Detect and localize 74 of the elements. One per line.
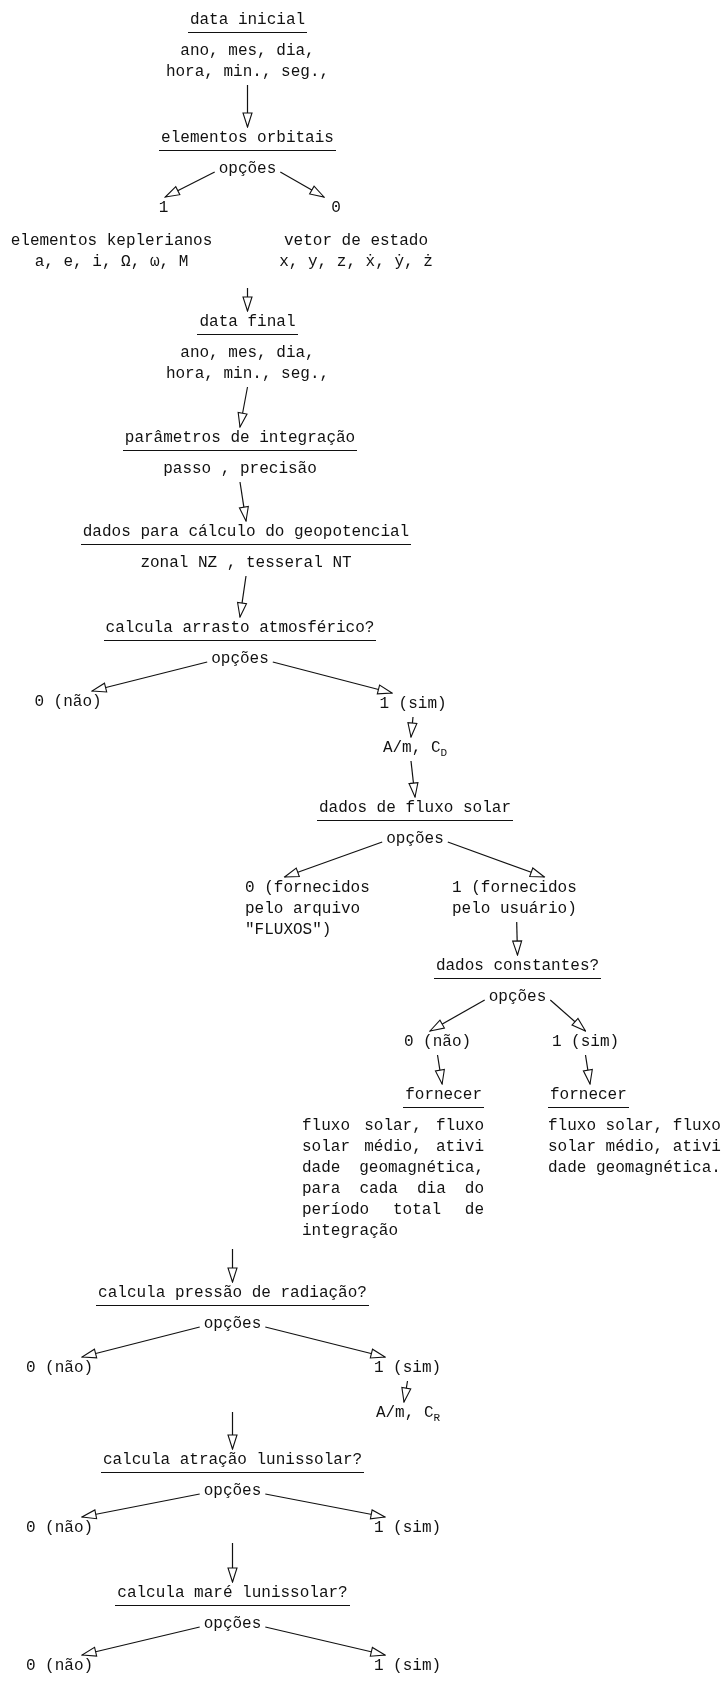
arrow xyxy=(272,661,393,695)
options-label: opções xyxy=(203,1314,262,1335)
body-text: a, e, i, Ω, ω, M xyxy=(34,252,189,273)
option-label: 0 (não) xyxy=(403,1032,472,1053)
section-heading: dados para cálculo do geopotencial xyxy=(80,522,412,545)
arrow xyxy=(401,1380,412,1403)
option-label: 1 xyxy=(158,198,169,219)
options-label: opções xyxy=(203,1614,262,1635)
section-heading: fornecer xyxy=(403,1085,484,1108)
arrow xyxy=(264,1326,386,1359)
option-label: 1 (sim) xyxy=(373,1518,442,1539)
option-label: 0 (fornecidos pelo arquivo "FLUXOS") xyxy=(245,878,371,941)
section-heading: dados constantes? xyxy=(433,956,602,979)
section-heading: data inicial xyxy=(187,10,308,33)
section-heading: calcula atração lunissolar? xyxy=(100,1450,365,1473)
body-text: zonal NZ , tesseral NT xyxy=(140,553,352,574)
arrow xyxy=(264,1626,386,1657)
arrow xyxy=(512,921,523,956)
body-text: fluxo solar, fluxo solar médio, ativi dade geomagnética, para cada dia do período total de integração xyxy=(302,1116,484,1242)
body-text: A/m, C$_{R}$ xyxy=(375,1403,441,1424)
options-label: opções xyxy=(203,1481,262,1502)
arrow xyxy=(238,481,249,522)
arrow xyxy=(81,1326,201,1359)
arrow xyxy=(284,841,383,878)
section-heading: calcula pressão de radiação? xyxy=(96,1283,369,1306)
option-label: 0 (não) xyxy=(25,1518,94,1539)
option-label: 1 (sim) xyxy=(551,1032,620,1053)
arrow xyxy=(227,1411,238,1450)
arrow xyxy=(81,1626,201,1657)
arrow xyxy=(582,1054,593,1085)
arrow xyxy=(237,575,248,618)
body-text: A/m, C$_{D}$ xyxy=(382,738,448,759)
options-label: opções xyxy=(386,829,444,850)
option-label: 1 (fornecidos pelo usuário) xyxy=(452,878,578,920)
option-label: 1 (sim) xyxy=(373,1656,442,1677)
arrow xyxy=(242,287,253,312)
option-label: 1 (sim) xyxy=(373,1358,442,1379)
arrow xyxy=(237,386,249,428)
arrow xyxy=(429,999,486,1032)
option-label: 0 (não) xyxy=(34,692,102,713)
section-heading: dados de fluxo solar xyxy=(317,798,513,821)
arrow xyxy=(227,1542,238,1583)
section-heading: calcula arrasto atmosférico? xyxy=(103,618,377,641)
arrow xyxy=(407,716,418,738)
arrow xyxy=(447,841,545,878)
arrow xyxy=(227,1248,238,1283)
body-text: vetor de estado xyxy=(284,231,428,252)
arrow xyxy=(242,84,253,128)
arrow xyxy=(91,661,208,693)
option-label: 1 (sim) xyxy=(379,694,447,715)
option-label: 0 xyxy=(331,198,341,219)
body-text: passo , precisão xyxy=(163,459,317,480)
arrow xyxy=(164,171,216,198)
option-label: 0 (não) xyxy=(25,1656,94,1677)
arrow xyxy=(549,999,587,1032)
option-label: 0 (não) xyxy=(25,1358,94,1379)
body-text: ano, mes, dia, hora, min., seg., xyxy=(164,343,331,385)
arrow xyxy=(264,1493,386,1520)
section-heading: calcula maré lunissolar? xyxy=(115,1583,350,1606)
arrow xyxy=(434,1054,445,1085)
section-heading: fornecer xyxy=(548,1085,629,1108)
options-label: opções xyxy=(211,649,269,670)
body-text: ano, mes, dia, hora, min., seg., xyxy=(164,41,331,83)
section-heading: parâmetros de integração xyxy=(122,428,358,451)
options-label: opções xyxy=(488,987,547,1008)
section-heading: data final xyxy=(197,312,298,335)
body-text: fluxo solar, fluxo solar médio, ativi dade geomagnética. xyxy=(548,1116,722,1179)
arrow xyxy=(408,760,419,798)
body-text: elementos keplerianos xyxy=(10,231,213,252)
options-label: opções xyxy=(218,159,277,180)
arrow xyxy=(81,1493,201,1520)
body-text: x, y, z, ẋ, ẏ, ż xyxy=(279,252,433,273)
section-heading: elementos orbitais xyxy=(159,128,336,151)
arrow xyxy=(279,171,325,198)
